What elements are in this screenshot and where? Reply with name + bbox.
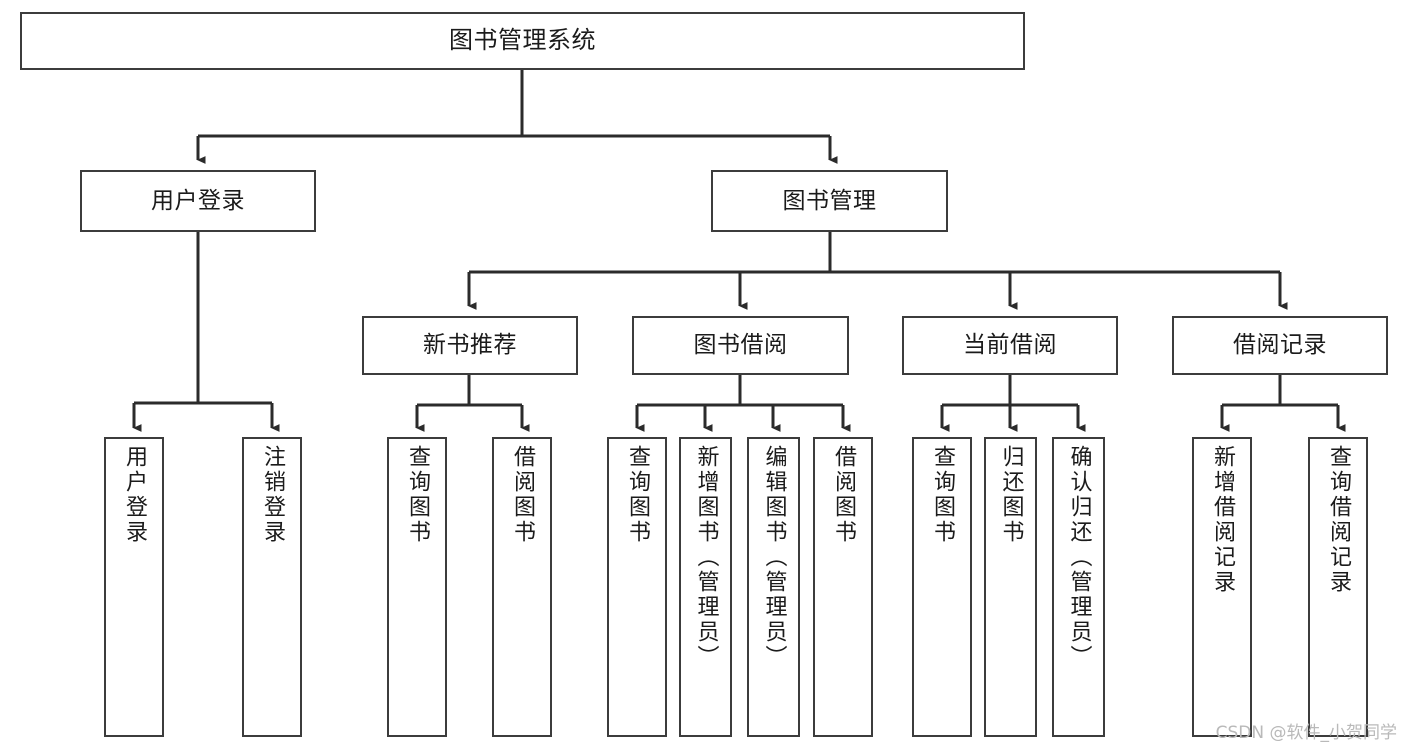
node-leaf-return-book[interactable]: 归还图书 [984, 437, 1037, 737]
node-leaf-add-book-admin[interactable]: 新增图书（管理员） [679, 437, 732, 737]
node-book-management-label: 图书管理 [782, 187, 877, 214]
node-current-borrow-label: 当前借阅 [963, 332, 1057, 359]
node-user-login-label: 用户登录 [151, 187, 245, 214]
node-root[interactable]: 图书管理系统 [20, 12, 1025, 70]
node-leaf-query-book-current-label: 查询图书 [930, 445, 955, 545]
node-new-book-recommend[interactable]: 新书推荐 [362, 316, 578, 375]
node-leaf-add-borrow-record-label: 新增借阅记录 [1210, 445, 1235, 595]
node-leaf-borrow-book[interactable]: 借阅图书 [813, 437, 873, 737]
node-leaf-query-book-borrow-label: 查询图书 [625, 445, 650, 545]
node-leaf-query-book-recommend[interactable]: 查询图书 [387, 437, 447, 737]
node-leaf-confirm-return-admin-label: 确认归还（管理员） [1066, 445, 1092, 670]
node-borrow-records[interactable]: 借阅记录 [1172, 316, 1388, 375]
node-leaf-edit-book-admin[interactable]: 编辑图书（管理员） [747, 437, 800, 737]
node-leaf-borrow-book-label: 借阅图书 [831, 445, 856, 545]
node-leaf-add-borrow-record[interactable]: 新增借阅记录 [1192, 437, 1252, 737]
node-leaf-borrow-book-recommend-label: 借阅图书 [510, 445, 535, 545]
node-book-management[interactable]: 图书管理 [711, 170, 948, 232]
watermark: CSDN @软件_小贺同学 [1215, 723, 1397, 743]
node-user-login[interactable]: 用户登录 [80, 170, 316, 232]
node-book-borrow-label: 图书借阅 [693, 332, 788, 359]
node-leaf-add-book-admin-label: 新增图书（管理员） [693, 445, 719, 670]
node-leaf-user-login[interactable]: 用户登录 [104, 437, 164, 737]
node-leaf-return-book-label: 归还图书 [998, 445, 1024, 545]
node-leaf-query-book-borrow[interactable]: 查询图书 [607, 437, 667, 737]
node-leaf-user-login-label: 用户登录 [122, 445, 147, 545]
node-leaf-query-book-recommend-label: 查询图书 [405, 445, 430, 545]
node-leaf-logout-label: 注销登录 [260, 445, 285, 545]
node-book-borrow[interactable]: 图书借阅 [632, 316, 849, 375]
node-current-borrow[interactable]: 当前借阅 [902, 316, 1118, 375]
node-leaf-borrow-book-recommend[interactable]: 借阅图书 [492, 437, 552, 737]
node-borrow-records-label: 借阅记录 [1233, 332, 1327, 359]
node-leaf-query-book-current[interactable]: 查询图书 [912, 437, 972, 737]
node-leaf-confirm-return-admin[interactable]: 确认归还（管理员） [1052, 437, 1105, 737]
node-root-label: 图书管理系统 [449, 26, 596, 55]
node-leaf-logout[interactable]: 注销登录 [242, 437, 302, 737]
node-new-book-recommend-label: 新书推荐 [423, 332, 517, 359]
node-leaf-query-borrow-record[interactable]: 查询借阅记录 [1308, 437, 1368, 737]
node-leaf-edit-book-admin-label: 编辑图书（管理员） [761, 445, 787, 670]
node-leaf-query-borrow-record-label: 查询借阅记录 [1326, 445, 1351, 595]
